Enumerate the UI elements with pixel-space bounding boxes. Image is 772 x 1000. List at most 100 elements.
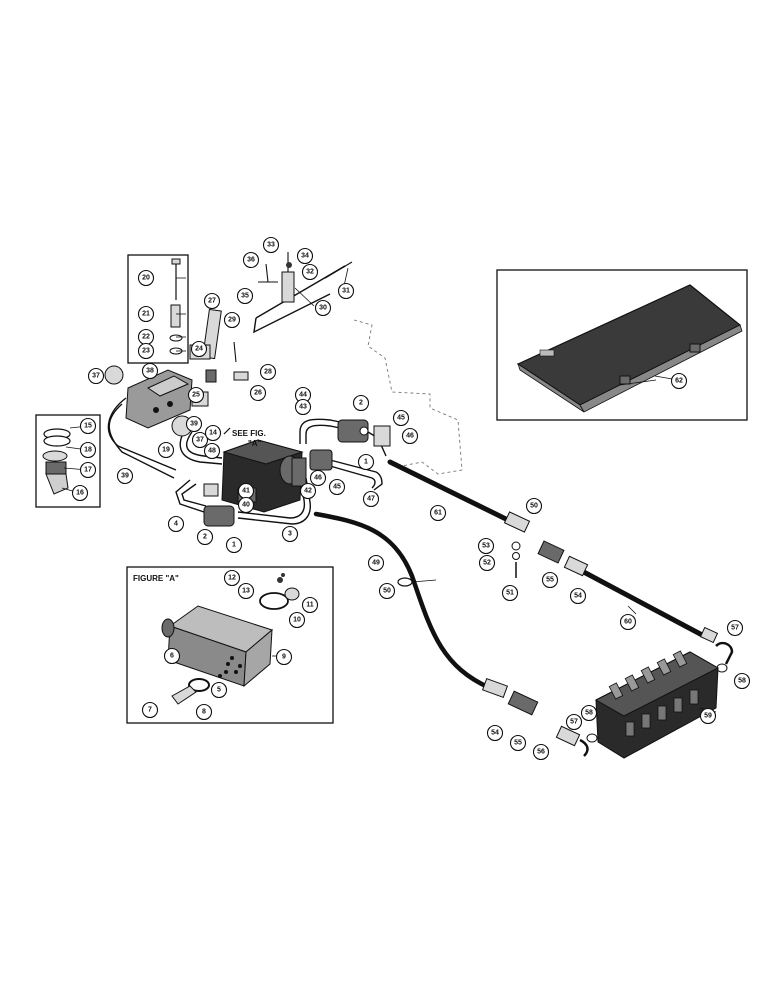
callout-48: 48 bbox=[203, 442, 221, 460]
svg-text:60: 60 bbox=[624, 619, 632, 626]
callout-30: 30 bbox=[314, 299, 332, 317]
callout-51: 51 bbox=[501, 584, 519, 602]
callout-14: 14 bbox=[204, 424, 222, 442]
linkage-parts bbox=[253, 252, 353, 334]
svg-text:35: 35 bbox=[241, 293, 249, 300]
callout-31: 31 bbox=[337, 282, 355, 300]
callout-3: 3 bbox=[281, 525, 299, 543]
svg-text:53: 53 bbox=[482, 543, 490, 550]
svg-text:46: 46 bbox=[314, 475, 322, 482]
svg-text:37: 37 bbox=[92, 373, 100, 380]
svg-text:39: 39 bbox=[121, 473, 129, 480]
callout-47: 47 bbox=[362, 490, 380, 508]
control-valve bbox=[104, 365, 193, 429]
callout-16: 16 bbox=[71, 484, 89, 502]
svg-text:2: 2 bbox=[203, 534, 207, 541]
callout-43: 43 bbox=[294, 398, 312, 416]
see-figure-note: SEE FIG. "A" bbox=[223, 427, 266, 448]
svg-text:3: 3 bbox=[288, 531, 292, 538]
callout-20: 20 bbox=[137, 269, 155, 287]
callout-55-top: 55 bbox=[541, 571, 559, 589]
see-fig-label: SEE FIG. bbox=[232, 429, 266, 438]
svg-text:43: 43 bbox=[299, 404, 307, 411]
svg-text:47: 47 bbox=[367, 496, 375, 503]
svg-text:44: 44 bbox=[299, 392, 307, 399]
callout-58-right: 58 bbox=[733, 672, 751, 690]
svg-text:7: 7 bbox=[148, 707, 152, 714]
hose-fittings bbox=[481, 511, 734, 757]
callout-21: 21 bbox=[137, 305, 155, 323]
callout-50-bottom: 50 bbox=[378, 582, 396, 600]
svg-text:27: 27 bbox=[208, 298, 216, 305]
callout-56: 56 bbox=[532, 743, 550, 761]
svg-text:5: 5 bbox=[217, 687, 221, 694]
callout-62: 62 bbox=[670, 372, 688, 390]
callout-57-right: 57 bbox=[726, 619, 744, 637]
floor-plate-inset bbox=[496, 269, 748, 421]
svg-text:8: 8 bbox=[202, 709, 206, 716]
callout-18: 18 bbox=[79, 441, 97, 459]
svg-text:37: 37 bbox=[196, 437, 204, 444]
callout-19: 19 bbox=[157, 441, 175, 459]
svg-text:10: 10 bbox=[293, 617, 301, 624]
svg-text:6: 6 bbox=[170, 653, 174, 660]
callout-45-left: 45 bbox=[328, 478, 346, 496]
callout-25: 25 bbox=[187, 386, 205, 404]
callout-26: 26 bbox=[249, 384, 267, 402]
callout-2-left: 2 bbox=[196, 528, 214, 546]
callout-39: 39 bbox=[116, 467, 134, 485]
svg-text:56: 56 bbox=[537, 749, 545, 756]
svg-text:57: 57 bbox=[570, 719, 578, 726]
callout-53: 53 bbox=[477, 537, 495, 555]
callout-32: 32 bbox=[301, 263, 319, 281]
svg-text:1: 1 bbox=[364, 459, 368, 466]
svg-text:12: 12 bbox=[228, 575, 236, 582]
svg-text:24: 24 bbox=[195, 346, 203, 353]
svg-text:4: 4 bbox=[174, 521, 178, 528]
svg-text:17: 17 bbox=[84, 467, 92, 474]
callout-38: 38 bbox=[141, 362, 159, 380]
callout-29: 29 bbox=[223, 311, 241, 329]
svg-text:57: 57 bbox=[731, 625, 739, 632]
svg-text:28: 28 bbox=[264, 369, 272, 376]
figure-a-inset: FIGURE "A" bbox=[126, 566, 334, 724]
callout-22: 22 bbox=[137, 328, 155, 346]
svg-text:14: 14 bbox=[209, 430, 217, 437]
callout-labels: 20 21 22 23 33 36 34 32 31 35 30 27 29 2… bbox=[71, 236, 751, 761]
see-fig-ref: "A" bbox=[248, 439, 262, 448]
pipes bbox=[107, 397, 387, 525]
callout-57-bottom: 57 bbox=[565, 713, 583, 731]
svg-text:45: 45 bbox=[333, 484, 341, 491]
svg-text:40: 40 bbox=[242, 502, 250, 509]
svg-text:54: 54 bbox=[574, 593, 582, 600]
callout-17: 17 bbox=[79, 461, 97, 479]
callout-46-left: 46 bbox=[309, 469, 327, 487]
hydraulic-pump bbox=[221, 439, 307, 513]
svg-text:22: 22 bbox=[142, 334, 150, 341]
callout-12: 12 bbox=[223, 569, 241, 587]
svg-text:48: 48 bbox=[208, 448, 216, 455]
svg-text:26: 26 bbox=[254, 390, 262, 397]
svg-text:13: 13 bbox=[242, 588, 250, 595]
callout-52: 52 bbox=[478, 554, 496, 572]
svg-text:50: 50 bbox=[383, 588, 391, 595]
callout-8: 8 bbox=[195, 703, 213, 721]
svg-text:51: 51 bbox=[506, 590, 514, 597]
svg-text:62: 62 bbox=[675, 378, 683, 385]
svg-text:58: 58 bbox=[738, 678, 746, 685]
svg-text:52: 52 bbox=[483, 560, 491, 567]
bolt-stack-inset bbox=[127, 254, 189, 364]
svg-text:31: 31 bbox=[342, 288, 350, 295]
svg-text:59: 59 bbox=[704, 713, 712, 720]
callout-45-right: 45 bbox=[392, 409, 410, 427]
callout-10: 10 bbox=[288, 611, 306, 629]
callout-4: 4 bbox=[167, 515, 185, 533]
svg-text:55: 55 bbox=[514, 740, 522, 747]
svg-text:61: 61 bbox=[434, 510, 442, 517]
callout-2-right: 2 bbox=[352, 394, 370, 412]
callout-33: 33 bbox=[262, 236, 280, 254]
svg-text:32: 32 bbox=[306, 269, 314, 276]
callout-13: 13 bbox=[237, 582, 255, 600]
callout-11: 11 bbox=[301, 596, 319, 614]
coupling-detail-inset bbox=[35, 414, 101, 508]
